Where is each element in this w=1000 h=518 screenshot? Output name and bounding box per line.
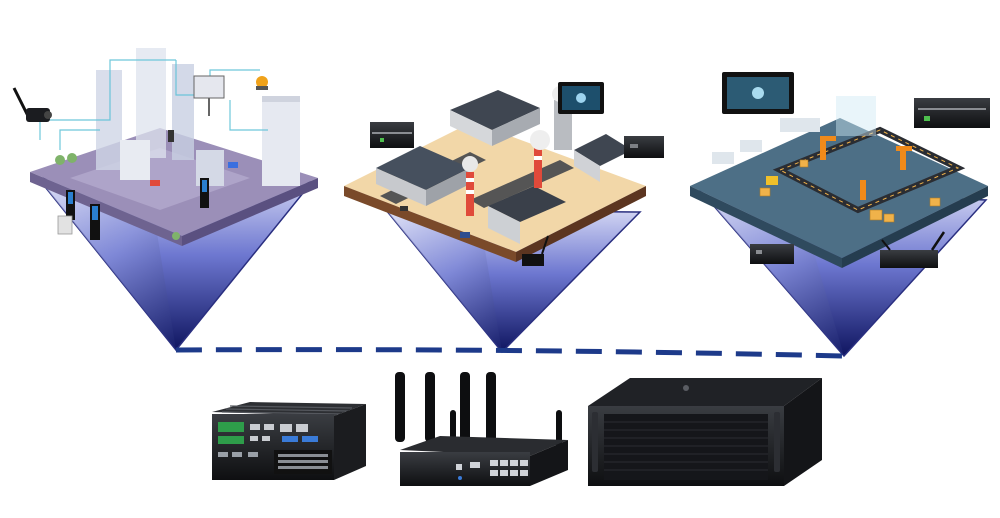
rugged-fanless-computer: [212, 402, 366, 480]
router-with-antennas: [395, 372, 568, 486]
plant-island: [344, 82, 664, 266]
rackmount-server: [588, 378, 822, 486]
city-island: [12, 48, 318, 246]
factory-island: [690, 72, 990, 268]
dashed-connector-line: [175, 347, 845, 359]
